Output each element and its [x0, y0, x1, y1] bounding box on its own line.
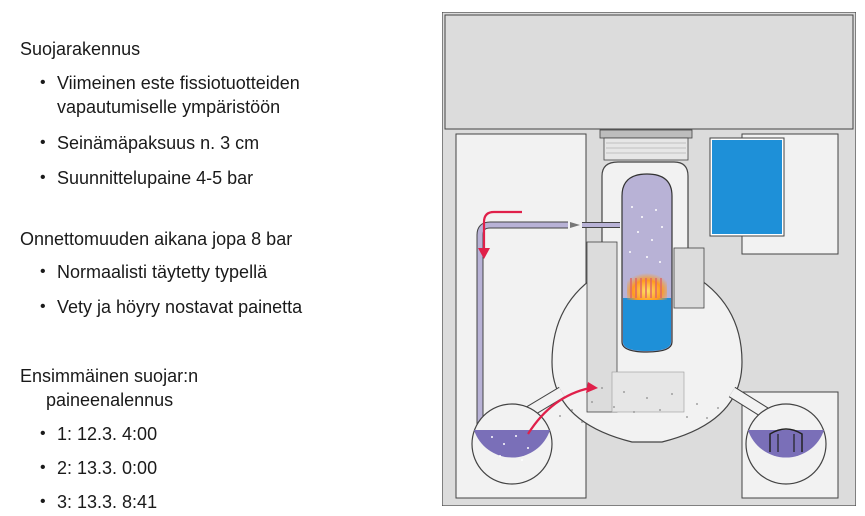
heading-depressurization-continued: paineenalennus	[46, 390, 174, 410]
fuel-rods	[630, 278, 662, 298]
bullet-icon: •	[40, 134, 46, 151]
bullet-icon: •	[40, 74, 46, 91]
bullet-text: Seinämäpaksuus n. 3 cm	[57, 133, 260, 153]
torus-left-water	[474, 430, 550, 458]
bullet-text: Vety ja höyry nostavat painetta	[57, 297, 303, 317]
bullet-icon: •	[40, 493, 46, 510]
heading-depressurization: Ensimmäinen suojar:n	[20, 366, 199, 386]
containment-cap	[599, 129, 693, 139]
pedestal-right	[673, 247, 705, 309]
lower-pedestal	[611, 371, 685, 413]
bullet-item: • Viimeinen este fissiotuotteiden vapaut…	[40, 71, 420, 119]
bubbles	[491, 435, 529, 461]
valve	[570, 222, 580, 228]
arrow-icon	[527, 386, 591, 435]
arrow-icon	[478, 248, 490, 259]
pool-water	[712, 140, 782, 234]
arrow-icon	[586, 382, 598, 393]
bullet-icon: •	[40, 459, 46, 476]
heading-containment: Suojarakennus	[20, 39, 141, 59]
bullet-text-continued: vapautumiselle ympäristöön	[57, 97, 281, 117]
arrow-icon	[482, 210, 522, 250]
bullet-icon: •	[40, 425, 46, 442]
torus-right-water	[748, 430, 824, 458]
vessel-particles	[629, 206, 663, 263]
top-slab	[444, 14, 854, 130]
bullet-text: Viimeinen este fissiotuotteiden	[57, 73, 300, 93]
bullet-text: Suunnittelupaine 4-5 bar	[57, 168, 254, 188]
bellow-ribs	[606, 142, 686, 154]
refueling-bellow	[603, 137, 689, 161]
vent-pipe	[477, 222, 568, 442]
bullet-text: 3: 13.3. 8:41	[57, 492, 158, 512]
bullet-text: 1: 12.3. 4:00	[57, 424, 158, 444]
bullet-icon: •	[40, 169, 46, 186]
containment-diagram	[442, 12, 856, 506]
bullet-icon: •	[40, 263, 46, 280]
text-panel: Suojarakennus • Viimeinen este fissiotuo…	[20, 39, 420, 512]
bullet-icon: •	[40, 298, 46, 315]
heading-accident-pressure: Onnettomuuden aikana jopa 8 bar	[20, 229, 293, 249]
bullet-text: 2: 13.3. 0:00	[57, 458, 158, 478]
vessel-water	[623, 298, 671, 351]
gas-particles	[559, 387, 719, 423]
bullet-text: Normaalisti täytetty typellä	[57, 262, 268, 282]
torus-ring-header	[769, 428, 803, 452]
